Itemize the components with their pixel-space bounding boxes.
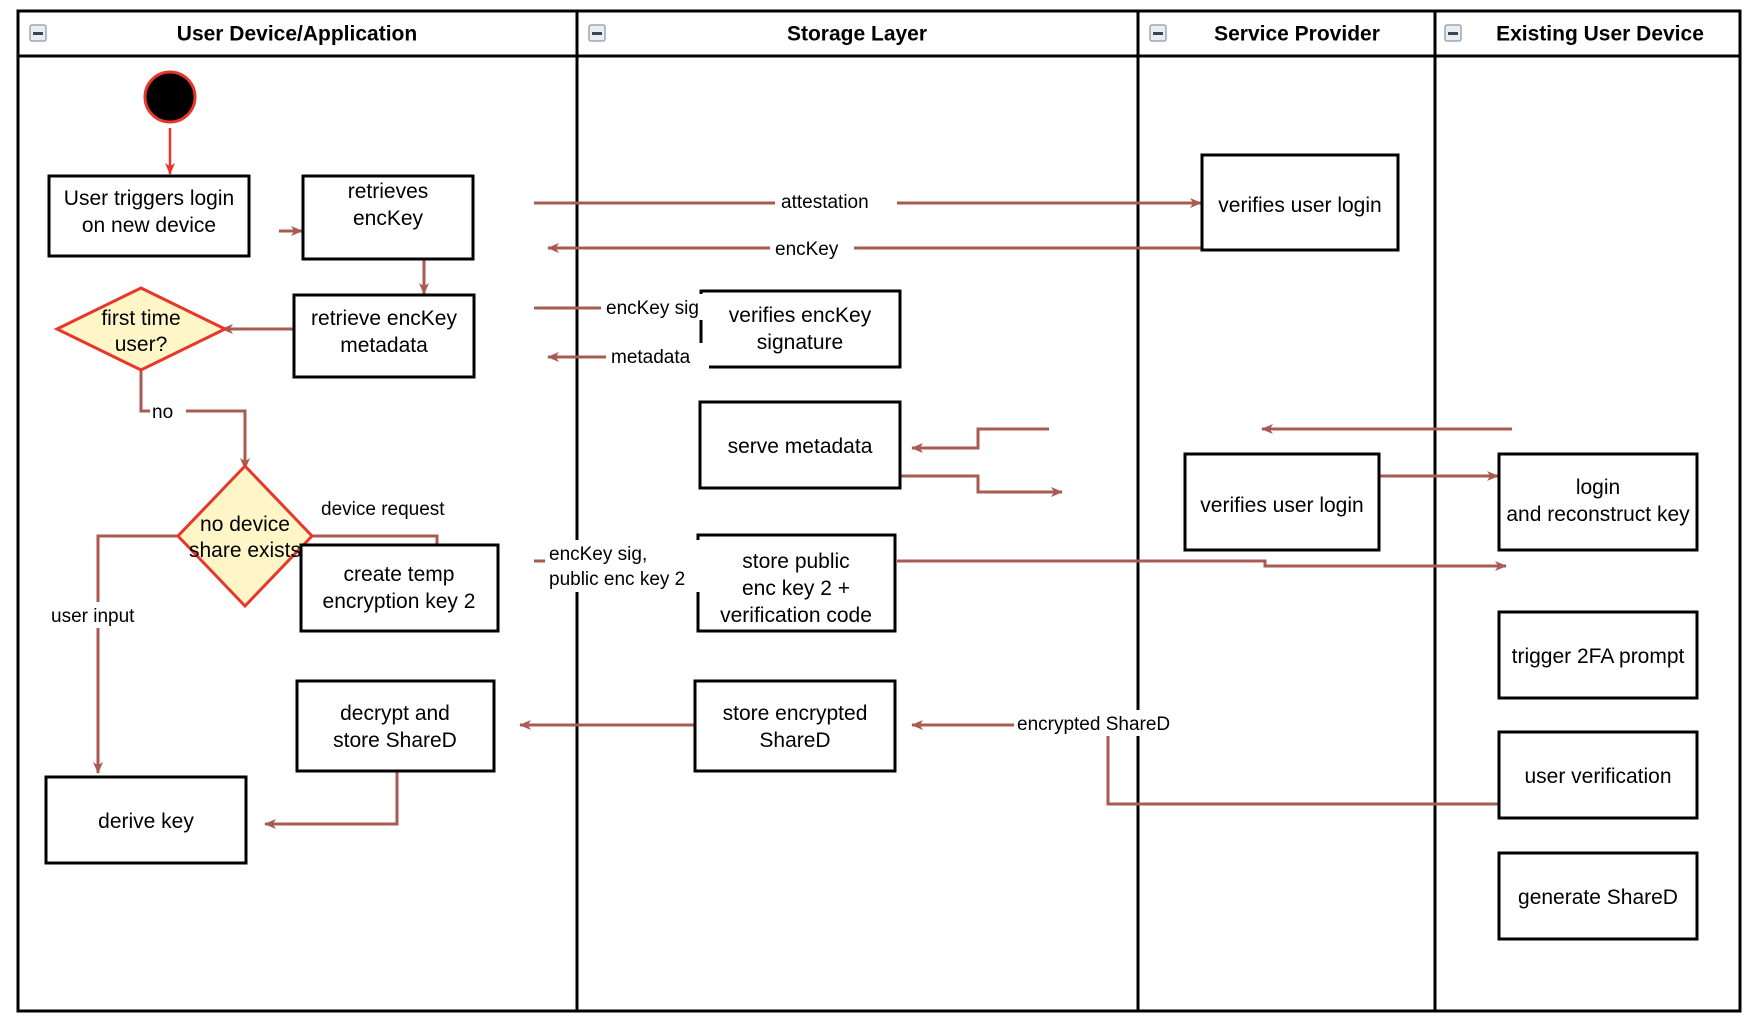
node-first-time-user-line1: first time: [101, 307, 180, 330]
lane-header-label-service-provider: Service Provider: [1214, 23, 1380, 46]
node-no-device-share-line2: share exists: [189, 539, 301, 562]
flow-serve-metadata-to-verifies: [899, 474, 1063, 497]
edge-label-enckey-sig-public-line2: public enc key 2: [549, 569, 685, 590]
node-derive-key-label: derive key: [98, 810, 194, 833]
edge-label-user-input: user input: [51, 606, 135, 627]
edge-label-enckey-sig: encKey sig: [606, 298, 699, 319]
node-derive-key[interactable]: derive key: [44, 775, 248, 865]
edge-label-attestation: attestation: [781, 192, 869, 213]
node-user-triggers-login-line1: User triggers login: [64, 187, 234, 210]
node-serve-metadata-label: serve metadata: [728, 435, 873, 458]
node-login-reconstruct-line1: login: [1576, 476, 1620, 499]
node-user-verification-label: user verification: [1524, 765, 1671, 788]
node-retrieve-enckey-metadata[interactable]: retrieve encKey metadata: [292, 293, 476, 379]
node-store-encrypted-line2: ShareD: [759, 729, 830, 752]
edge-label-enckey: encKey: [775, 239, 839, 260]
node-decrypt-and-store-shared[interactable]: decrypt and store ShareD: [295, 679, 496, 773]
flow-encrypted-shared: [911, 720, 1503, 806]
lane-header-user-device[interactable]: User Device/Application: [29, 23, 417, 46]
minus-square-icon[interactable]: [1149, 24, 1167, 42]
node-retrieves-enckey-line1: retrieves: [348, 180, 429, 203]
node-user-verification[interactable]: user verification: [1497, 730, 1699, 820]
node-store-public-enc-key-2[interactable]: store public enc key 2 + verification co…: [696, 533, 897, 633]
node-verifies-user-login-top[interactable]: verifies user login: [1200, 153, 1400, 252]
node-store-public-line3: verification code: [720, 604, 872, 627]
minus-square-icon[interactable]: [1444, 24, 1462, 42]
edge-label-enckey-sig-pubkey-group: encKey sig, public enc key 2: [545, 540, 713, 592]
flow-verifies-to-serve-metadata: [911, 427, 1049, 453]
lane-header-label-storage: Storage Layer: [787, 23, 927, 46]
node-retrieve-enckey-metadata-line2: metadata: [340, 334, 428, 357]
node-no-device-share-exists-decision[interactable]: no device share exists: [175, 463, 315, 609]
node-verifies-enckey-signature[interactable]: verifies encKey signature: [699, 289, 902, 369]
edge-label-no-group: no: [150, 398, 186, 424]
node-user-triggers-login-line2: on new device: [82, 214, 216, 237]
node-retrieves-enckey-line2: encKey: [353, 207, 424, 230]
node-create-temp-encryption-key-2[interactable]: create temp encryption key 2: [299, 543, 500, 633]
node-store-public-line2: enc key 2 +: [742, 577, 850, 600]
node-decrypt-line1: decrypt and: [340, 702, 450, 725]
node-verifies-user-login-mid-label: verifies user login: [1200, 494, 1363, 517]
edge-label-metadata: metadata: [611, 347, 691, 368]
edge-label-encrypted-shared-group: encrypted ShareD: [1014, 710, 1189, 736]
node-login-reconstruct-line2: and reconstruct key: [1506, 503, 1690, 526]
node-generate-shared-label: generate ShareD: [1518, 886, 1678, 909]
edge-label-enckey-group: encKey: [770, 235, 854, 261]
node-generate-shared[interactable]: generate ShareD: [1497, 851, 1699, 941]
node-create-temp-line2: encryption key 2: [323, 590, 476, 613]
initial-node-circle[interactable]: [143, 70, 197, 124]
flow-no-branch: [139, 370, 250, 470]
node-create-temp-line1: create temp: [344, 563, 455, 586]
decision-diamond-first-time-user[interactable]: [53, 286, 229, 372]
node-first-time-user-decision[interactable]: first time user?: [53, 286, 229, 372]
node-trigger-2fa-prompt[interactable]: trigger 2FA prompt: [1497, 610, 1699, 700]
node-retrieves-enckey[interactable]: retrieves encKey: [301, 174, 475, 261]
flow-user-input: [93, 534, 180, 774]
node-store-encrypted-shared[interactable]: store encrypted ShareD: [693, 679, 897, 773]
node-retrieve-enckey-metadata-line1: retrieve encKey: [311, 307, 457, 330]
node-verifies-user-login-top-label: verifies user login: [1218, 194, 1381, 217]
lane-header-label-user-device: User Device/Application: [177, 23, 417, 46]
edge-label-user-input-group: user input: [48, 602, 160, 628]
minus-square-icon[interactable]: [588, 24, 606, 42]
edge-label-attestation-group: attestation: [775, 188, 897, 214]
decision-diamond-no-device-share[interactable]: [175, 463, 315, 609]
edge-label-no: no: [152, 402, 173, 423]
node-store-public-line1: store public: [742, 550, 849, 573]
node-serve-metadata[interactable]: serve metadata: [698, 400, 902, 490]
pool-outline: [16, 9, 1742, 1013]
flow-decrypt-to-derive-key: [264, 771, 399, 829]
edge-label-device-request: device request: [321, 499, 445, 520]
lane-header-storage[interactable]: Storage Layer: [588, 23, 927, 46]
lane-header-service-provider[interactable]: Service Provider: [1149, 23, 1380, 46]
node-trigger-2fa-label: trigger 2FA prompt: [1512, 645, 1685, 668]
minus-square-icon[interactable]: [29, 24, 47, 42]
edge-label-enckey-sig-public-line1: encKey sig,: [549, 544, 647, 565]
node-no-device-share-line1: no device: [200, 513, 290, 536]
edge-label-metadata-group: metadata: [606, 343, 709, 369]
node-initial-start[interactable]: [143, 70, 197, 124]
edge-label-encrypted-shared: encrypted ShareD: [1017, 714, 1170, 735]
node-verifies-enckey-sig-line2: signature: [757, 331, 843, 354]
node-user-triggers-login[interactable]: User triggers login on new device: [47, 174, 251, 258]
node-first-time-user-line2: user?: [115, 333, 168, 356]
swimlane-pool: [16, 9, 1742, 1013]
lane-header-existing-device[interactable]: Existing User Device: [1444, 23, 1704, 46]
edge-label-enckey-sig-group: encKey sig: [601, 294, 709, 320]
node-login-and-reconstruct-key[interactable]: login and reconstruct key: [1497, 452, 1699, 552]
node-verifies-user-login-mid[interactable]: verifies user login: [1183, 452, 1381, 552]
flow-store-public-to-trigger-2fa: [897, 559, 1507, 571]
edge-label-device-request-group: device request: [318, 495, 470, 521]
lane-header-label-existing-device: Existing User Device: [1496, 23, 1704, 46]
node-decrypt-line2: store ShareD: [333, 729, 457, 752]
node-store-encrypted-line1: store encrypted: [723, 702, 868, 725]
node-verifies-enckey-sig-line1: verifies encKey: [729, 304, 872, 327]
